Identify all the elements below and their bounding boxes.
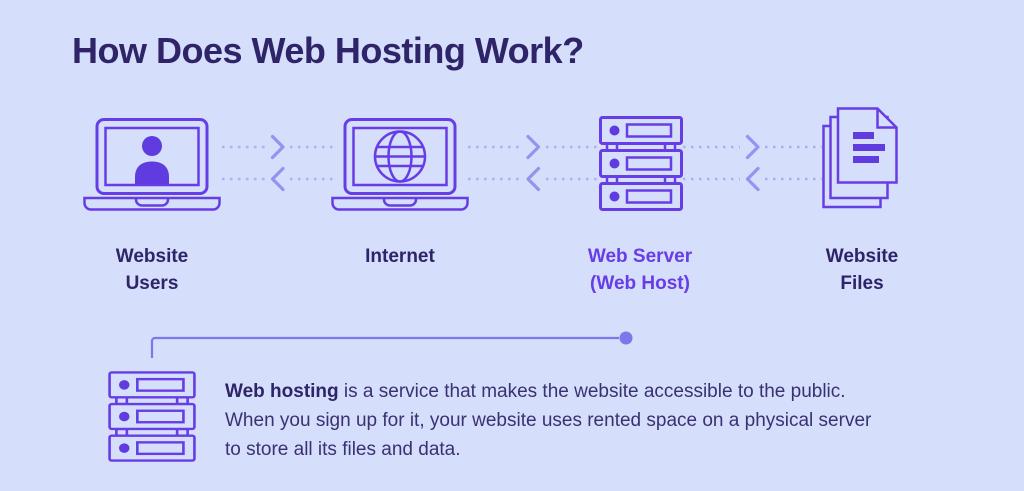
- node-label-web-server: Web Server (Web Host): [548, 243, 732, 297]
- label-line: Web Server: [587, 246, 693, 267]
- callout-connector-line: [150, 331, 633, 358]
- node-label-internet: Internet: [320, 243, 480, 270]
- description-line-1: Web hosting is a service that makes the …: [225, 377, 1005, 406]
- chevron-right-icon: [745, 134, 760, 160]
- document-stack-icon: [822, 107, 898, 209]
- chevron-right-icon: [270, 134, 285, 160]
- flow-arrows-internet-server: [468, 134, 598, 192]
- label-line: Files: [840, 273, 884, 294]
- label-line: Users: [125, 273, 179, 294]
- description-text: Web hosting is a service that makes the …: [225, 377, 1005, 464]
- flow-arrows-server-files: [683, 134, 822, 192]
- callout-endpoint-dot: [619, 331, 633, 345]
- label-line: (Web Host): [590, 273, 690, 294]
- person-icon: [135, 136, 169, 184]
- label-line: Internet: [365, 246, 435, 267]
- node-label-website-files: Website Files: [782, 243, 942, 297]
- chevron-left-icon: [526, 166, 541, 192]
- description-line-2: When you sign up for it, your website us…: [225, 410, 872, 431]
- label-line: Website: [825, 246, 899, 267]
- flow-arrows-users-internet: [222, 134, 333, 192]
- laptop-user-icon: [83, 118, 221, 211]
- laptop-globe-icon: [331, 118, 469, 211]
- node-label-website-users: Website Users: [72, 243, 232, 297]
- page-title: How Does Web Hosting Work?: [72, 30, 584, 71]
- description-line-1-rest: is a service that makes the website acce…: [338, 381, 846, 402]
- chevron-left-icon: [270, 166, 285, 192]
- server-stack-icon: [599, 116, 683, 211]
- chevron-right-icon: [526, 134, 541, 160]
- globe-icon: [373, 130, 427, 183]
- server-stack-icon: [108, 371, 196, 462]
- description-line-3: to store all its files and data.: [225, 439, 461, 460]
- text-lines-icon: [853, 132, 885, 163]
- chevron-left-icon: [745, 166, 760, 192]
- description-lead: Web hosting: [225, 381, 339, 402]
- label-line: Website: [115, 246, 189, 267]
